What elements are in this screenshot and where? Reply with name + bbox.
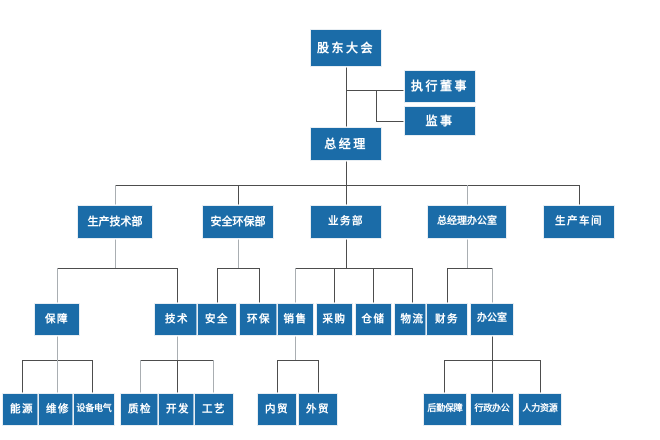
connector-business-bus	[295, 268, 412, 269]
node-safety[interactable]: 安全	[197, 303, 237, 336]
connector-riser-foreign-trade	[318, 360, 319, 393]
connector-riser-sales	[295, 268, 296, 303]
connector-production-tech-down	[115, 239, 116, 268]
node-equipment-electrical[interactable]: 设备电气	[73, 393, 115, 426]
connector-riser-energy	[22, 360, 23, 393]
node-support[interactable]: 保障	[34, 303, 80, 336]
node-energy[interactable]: 能源	[2, 393, 42, 426]
connector-production-tech-bus	[57, 268, 177, 269]
connector-riser-office	[492, 268, 493, 303]
connector-riser-domestic-trade	[277, 360, 278, 393]
connector-riser-warehouse	[373, 268, 374, 303]
connector-riser-safety-env	[238, 185, 239, 205]
connector-riser-production-tech	[115, 185, 116, 205]
connector-business-down	[346, 239, 347, 268]
connector-riser-business	[346, 185, 347, 205]
connector-department-bus	[115, 185, 579, 186]
connector-riser-process	[213, 360, 214, 393]
connector-sales-down	[295, 336, 296, 360]
node-domestic-trade[interactable]: 内贸	[257, 393, 297, 426]
connector-safety-env-bus	[217, 268, 259, 269]
node-warehouse[interactable]: 仓储	[355, 303, 392, 336]
node-human-resources[interactable]: 人力资源	[518, 393, 562, 426]
connector-supervisor	[376, 121, 404, 122]
connector-executive-director	[346, 90, 404, 91]
connector-riser-development	[177, 360, 178, 393]
connector-riser-purchasing	[334, 268, 335, 303]
connector-riser-finance	[447, 268, 448, 303]
connector-riser-gm-office	[467, 185, 468, 205]
connector-riser-environment	[259, 268, 260, 303]
node-environment[interactable]: 环保	[239, 303, 279, 336]
node-foreign-trade[interactable]: 外贸	[298, 393, 338, 426]
connector-director-supervisor-riser	[376, 90, 377, 121]
connector-gm-down	[346, 161, 347, 185]
node-office[interactable]: 办公室	[470, 303, 514, 336]
connector-office-down	[492, 336, 493, 360]
connector-riser-logistics	[412, 268, 413, 303]
node-sales[interactable]: 销售	[277, 303, 314, 336]
node-logistics-support[interactable]: 后勤保障	[423, 393, 467, 426]
connector-riser-equipment	[92, 360, 93, 393]
node-supervisor[interactable]: 监事	[404, 106, 476, 136]
connector-sales-bus	[277, 360, 318, 361]
connector-riser-admin-office	[492, 360, 493, 393]
node-executive-director[interactable]: 执行董事	[404, 70, 476, 103]
node-production-workshop[interactable]: 生产车间	[543, 205, 615, 239]
node-quality-inspection[interactable]: 质检	[120, 393, 160, 426]
connector-gm-office-bus	[447, 268, 492, 269]
connector-riser-technology	[177, 268, 178, 303]
node-purchasing[interactable]: 采购	[316, 303, 353, 336]
connector-riser-hr	[540, 360, 541, 393]
node-finance[interactable]: 财务	[426, 303, 468, 336]
node-business-dept[interactable]: 业务部	[310, 205, 382, 239]
node-general-manager[interactable]: 总经理	[310, 127, 382, 161]
connector-safety-env-down	[238, 239, 239, 268]
connector-riser-workshop	[579, 185, 580, 205]
connector-riser-maintenance	[57, 360, 58, 393]
connector-gm-office-down	[467, 239, 468, 268]
connector-riser-logistics-support	[444, 360, 445, 393]
node-gm-office[interactable]: 总经理办公室	[427, 205, 507, 239]
connector-riser-quality	[140, 360, 141, 393]
connector-riser-support	[57, 268, 58, 303]
node-development[interactable]: 开发	[158, 393, 198, 426]
connector-shareholders-down	[346, 67, 347, 157]
node-process[interactable]: 工艺	[194, 393, 234, 426]
node-safety-env-dept[interactable]: 安全环保部	[202, 205, 274, 239]
connector-technology-down	[177, 336, 178, 360]
node-production-tech-dept[interactable]: 生产技术部	[77, 205, 153, 239]
node-administrative-office[interactable]: 行政办公	[470, 393, 514, 426]
node-maintenance[interactable]: 维修	[38, 393, 78, 426]
node-technology[interactable]: 技术	[154, 303, 200, 336]
connector-technology-bus	[140, 360, 213, 361]
connector-riser-safety	[217, 268, 218, 303]
node-shareholders-meeting[interactable]: 股东大会	[310, 29, 382, 67]
connector-support-down	[57, 336, 58, 360]
